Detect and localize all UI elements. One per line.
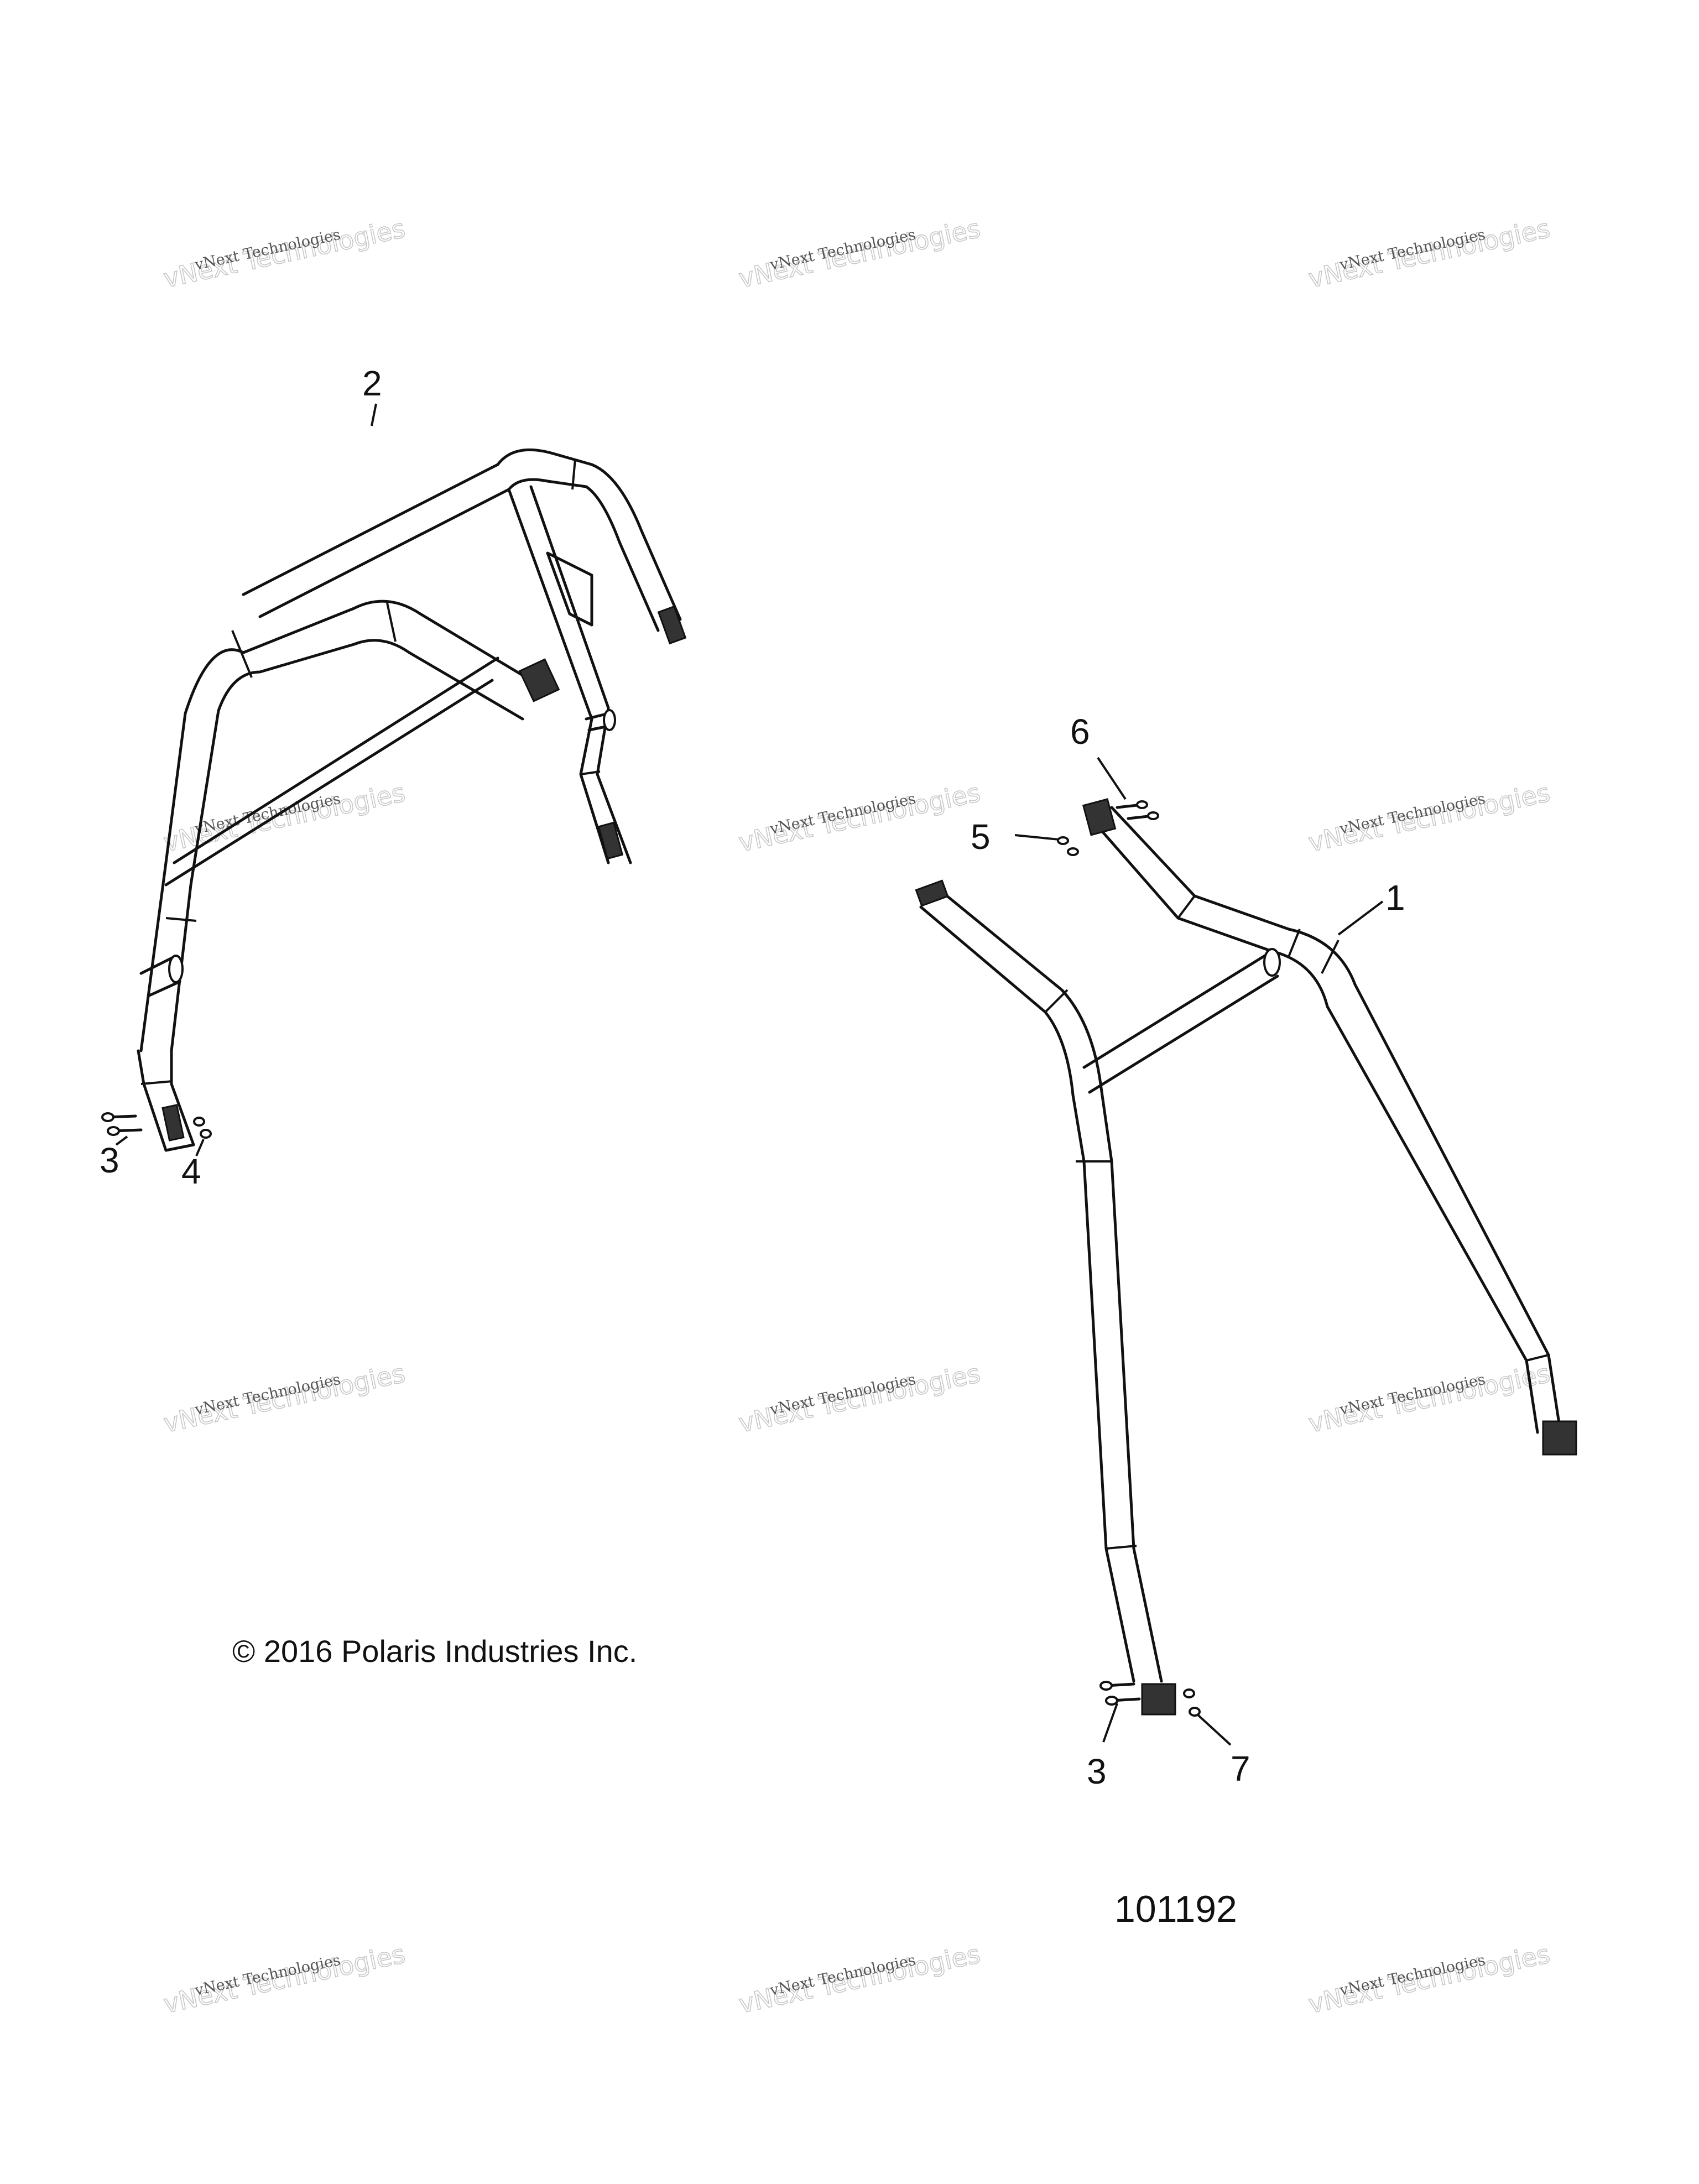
part2-hardware (101, 1112, 212, 1139)
rear-top-foot-plate (657, 605, 687, 645)
nut-icon (193, 1117, 205, 1127)
bolt-head-icon (1099, 1681, 1113, 1691)
callout-4: 4 (181, 1151, 201, 1191)
front-diagonal-seam (1177, 895, 1549, 1362)
left-side-stub (139, 955, 181, 997)
leader-3b (1102, 1703, 1118, 1743)
bolt-head-icon (101, 1112, 114, 1122)
left-upright-inner (939, 889, 1163, 1683)
center-upright-seam (580, 770, 601, 775)
mount-bracket (546, 551, 593, 627)
leader-4 (195, 1139, 205, 1156)
callout-2: 2 (362, 363, 382, 403)
center-upright (507, 485, 632, 864)
part1-hardware (1057, 800, 1201, 1717)
left-upright-top-plate (915, 879, 949, 907)
upright-stub-end (603, 709, 616, 731)
leader-1 (1337, 900, 1384, 936)
copyright-notice: © 2016 Polaris Industries Inc. (232, 1634, 637, 1669)
callout-3: 3 (100, 1140, 119, 1180)
callout-5: 5 (971, 817, 991, 857)
left-leg-lower (137, 1049, 195, 1152)
hinge-block (518, 658, 560, 702)
leader-2 (371, 403, 377, 426)
left-stub-end (168, 955, 184, 983)
leader-6 (1097, 757, 1127, 800)
rear-cage-part-2 (137, 448, 687, 1152)
watermark-12: vNext Technologies vNext Technologies (1305, 1938, 1553, 2020)
left-upright-outer (919, 905, 1135, 1683)
left-upright-foot-plate (1141, 1683, 1176, 1716)
front-diagonal-outer (1110, 806, 1561, 1429)
rear-top-hoop (496, 448, 682, 632)
nut-icon (1183, 1688, 1195, 1698)
watermark-1: vNext Technologies vNext Technologies (160, 213, 408, 294)
center-foot-plate (597, 821, 624, 860)
main-hoop-inner (170, 639, 524, 1052)
watermark-3: vNext Technologies vNext Technologies (1305, 213, 1553, 294)
callout-6: 6 (1070, 712, 1090, 752)
nut-icon (1067, 847, 1079, 856)
bolt-head-icon (1136, 800, 1148, 809)
figure-number: 101192 (1114, 1888, 1237, 1930)
hoop-seam (165, 602, 397, 922)
watermark-10: vNext Technologies vNext Technologies (160, 1938, 408, 2020)
front-cross-bar (1082, 950, 1279, 1094)
watermark-11: vNext Technologies vNext Technologies (736, 1938, 983, 2020)
leader-7 (1196, 1713, 1232, 1746)
callout-7: 7 (1231, 1749, 1250, 1789)
bolt-head-icon (1105, 1696, 1118, 1706)
nut-icon (200, 1129, 212, 1139)
main-hoop-outer (139, 600, 546, 1052)
nut-icon (1189, 1707, 1201, 1717)
cross-bar-end (1263, 948, 1281, 977)
leader-5 (1014, 834, 1060, 841)
front-diagonal-foot-plate (1542, 1420, 1577, 1456)
front-cage-part-1 (915, 798, 1577, 1716)
leader-lines (115, 403, 1384, 1746)
watermark-7: vNext Technologies vNext Technologies (160, 1358, 408, 1439)
bolt-head-icon (107, 1126, 120, 1136)
front-diagonal-inner (1099, 828, 1539, 1434)
left-leg-seam (140, 1080, 173, 1085)
front-top-plate (1082, 798, 1117, 836)
rear-top-seam (571, 458, 576, 490)
nut-icon (1057, 836, 1069, 845)
left-upright-seam (1044, 989, 1137, 1550)
watermark-5: vNext Technologies vNext Technologies (736, 777, 983, 858)
callout-1: 1 (1385, 878, 1405, 918)
callout-3-front: 3 (1087, 1752, 1107, 1791)
leader-3a (115, 1135, 128, 1146)
bolt-head-icon (1147, 811, 1159, 820)
watermark-2: vNext Technologies vNext Technologies (736, 213, 983, 294)
cross-brace (164, 656, 499, 887)
watermark-8: vNext Technologies vNext Technologies (736, 1358, 983, 1439)
watermark-6: vNext Technologies vNext Technologies (1305, 777, 1553, 858)
watermark-9: vNext Technologies vNext Technologies (1305, 1358, 1553, 1439)
left-leg-foot-plate (161, 1104, 185, 1141)
rear-upper-tube (242, 463, 510, 618)
